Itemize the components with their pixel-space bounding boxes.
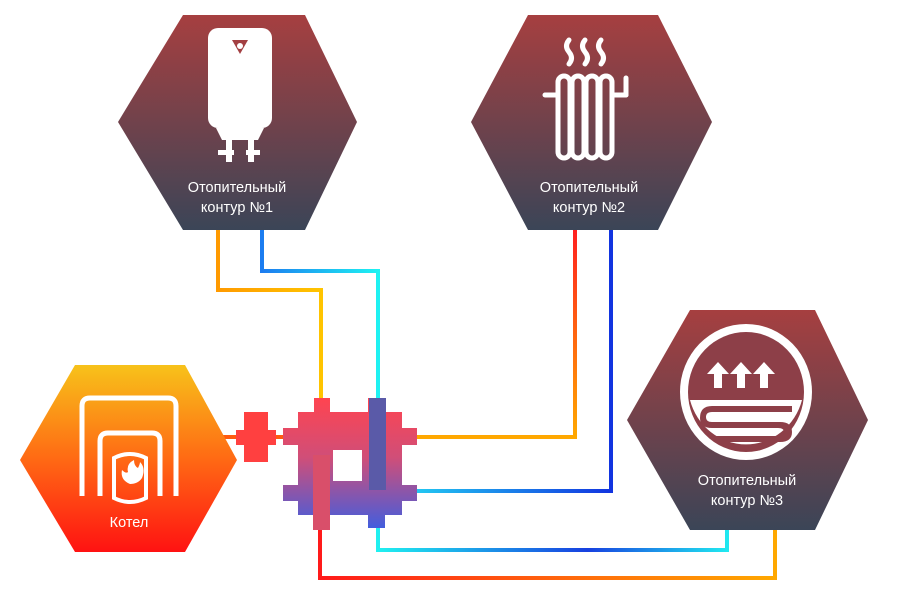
water-heater-icon xyxy=(208,28,272,162)
underfloor-heating-icon xyxy=(680,324,812,460)
pipe-circuit3-supply xyxy=(318,520,777,580)
circuit1-node[interactable]: Отопительный контур №1 xyxy=(118,15,357,230)
circuit2-label-line2: контур №2 xyxy=(553,200,625,216)
circuit3-label-line1: Отопительный xyxy=(698,473,796,489)
hydraulic-manifold xyxy=(283,398,417,530)
pipe-circuit2-supply xyxy=(415,230,577,439)
circuit2-label-line1: Отопительный xyxy=(540,180,638,196)
radiator-icon xyxy=(542,37,629,161)
boiler-label: Котел xyxy=(110,515,149,531)
pipe-circuit3-return xyxy=(376,520,729,552)
pipe-circuit1-return xyxy=(260,230,380,400)
pipe-circuit2-return xyxy=(415,230,613,493)
boiler-flame-icon xyxy=(79,395,179,504)
circuit3-node[interactable]: Отопительный контур №3 xyxy=(627,310,868,530)
pipes xyxy=(215,230,777,580)
circuit3-label-line2: контур №3 xyxy=(711,493,783,509)
valve xyxy=(236,412,276,462)
circuit2-node[interactable]: Отопительный контур №2 xyxy=(471,15,712,230)
circuit1-label-line1: Отопительный xyxy=(188,180,286,196)
circuit1-label-line2: контур №1 xyxy=(201,200,273,216)
boiler-node[interactable]: Котел xyxy=(20,365,237,552)
pipe-circuit1-supply xyxy=(216,230,323,400)
